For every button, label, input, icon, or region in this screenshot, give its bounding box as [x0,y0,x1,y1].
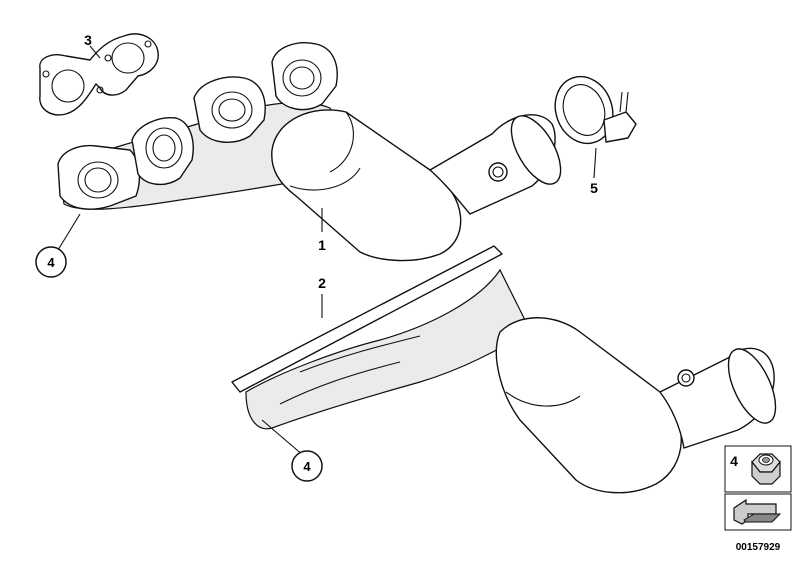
svg-text:4: 4 [303,459,311,474]
part-label-1: 1 [318,237,326,253]
gasket [39,33,159,116]
reference-code: 00157929 [736,542,781,553]
leader-lines [57,45,597,457]
exhaust-manifold-upper [57,42,562,262]
callout-4-lower: 4 [291,450,323,482]
svg-text:4: 4 [47,255,55,270]
part-label-2: 2 [318,275,326,291]
legend-box: 4 [724,445,792,531]
legend-item-number: 4 [730,453,738,469]
part-label-3: 3 [84,32,92,48]
hex-nut-icon [751,453,781,485]
part-label-5: 5 [590,180,598,196]
callout-4-upper: 4 [35,246,67,278]
exhaust-manifold-lower [231,245,777,494]
exhaust-clamp [554,75,637,145]
arrow-icon [733,498,782,525]
